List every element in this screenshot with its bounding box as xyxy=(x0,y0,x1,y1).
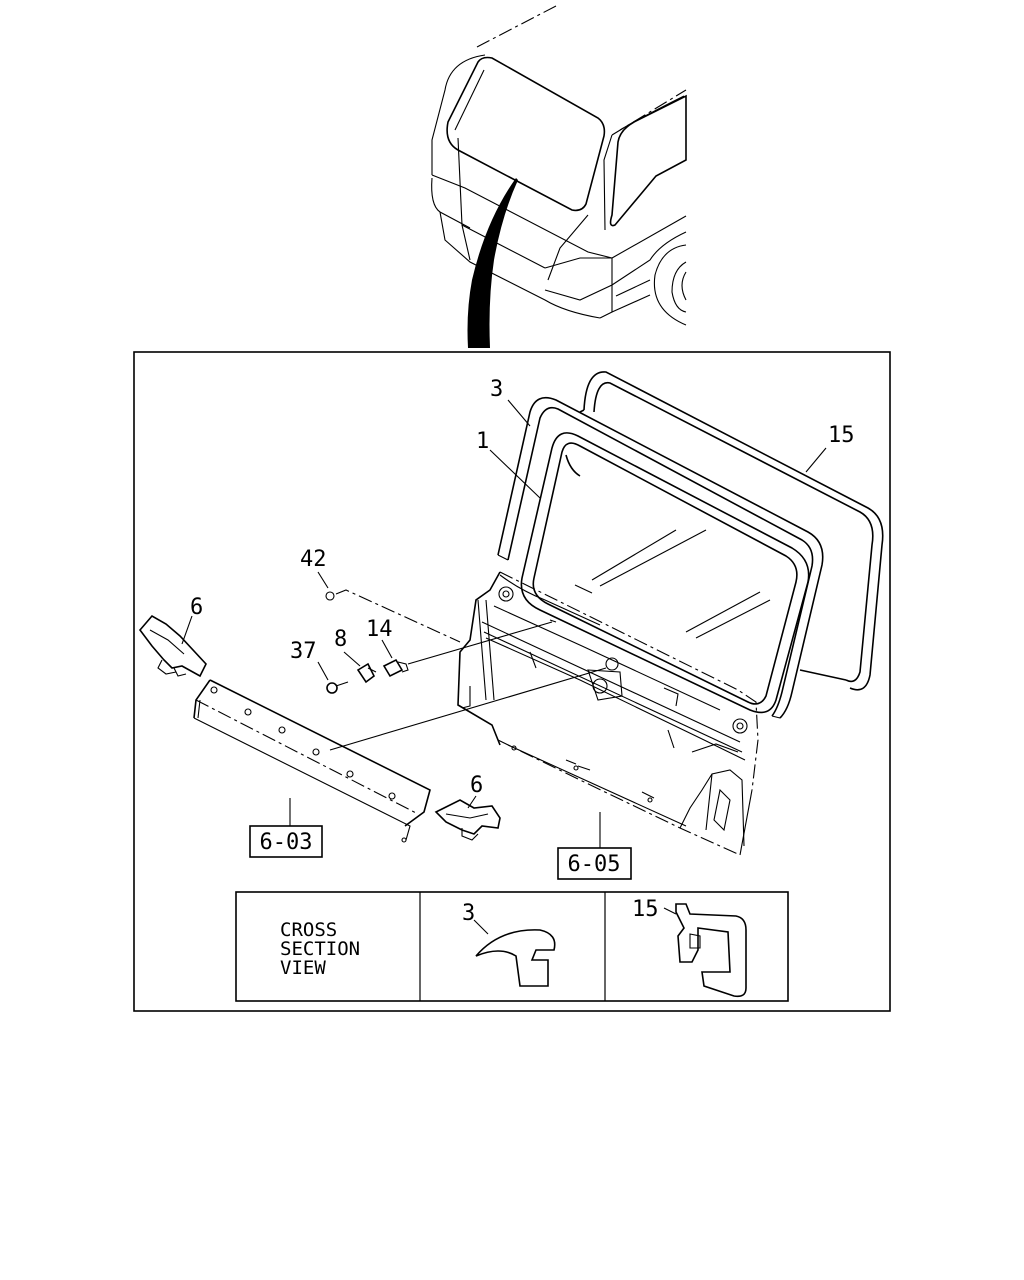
ref-label-6-05: 6-05 xyxy=(568,852,621,877)
leader-lines xyxy=(181,399,827,848)
ref-label-6-03: 6-03 xyxy=(260,830,313,855)
ref-box-6-05[interactable]: 6-05 xyxy=(557,847,632,880)
cross-section-title-line-2: SECTION xyxy=(280,938,360,960)
callout-6-left: 6 xyxy=(190,595,203,620)
bracket-left xyxy=(138,614,207,678)
weatherstrip xyxy=(497,396,824,719)
callout-3: 3 xyxy=(490,377,503,402)
vehicle-rear-illustration xyxy=(431,5,687,348)
lower-panel xyxy=(193,679,431,843)
callout-42: 42 xyxy=(300,547,327,572)
callout-15: 15 xyxy=(828,423,855,448)
cross-section-table: CROSS SECTION VIEW 3 15 xyxy=(235,891,789,1002)
cross-section-label-15: 15 xyxy=(632,897,659,922)
callout-6-right: 6 xyxy=(470,773,483,798)
back-panel xyxy=(457,571,759,856)
cross-section-title-line-1: CROSS xyxy=(280,919,337,941)
callout-14: 14 xyxy=(366,617,393,642)
cross-section-title-line-3: VIEW xyxy=(280,957,326,979)
callout-37: 37 xyxy=(290,639,317,664)
fasteners xyxy=(325,589,607,751)
main-frame xyxy=(133,351,891,1012)
cross-section-label-3: 3 xyxy=(462,901,475,926)
callout-8: 8 xyxy=(334,627,347,652)
rear-molding xyxy=(579,371,884,691)
rear-glass xyxy=(520,432,810,714)
callout-1: 1 xyxy=(476,429,489,454)
ref-box-6-03[interactable]: 6-03 xyxy=(249,825,323,858)
bracket-right xyxy=(434,799,501,841)
